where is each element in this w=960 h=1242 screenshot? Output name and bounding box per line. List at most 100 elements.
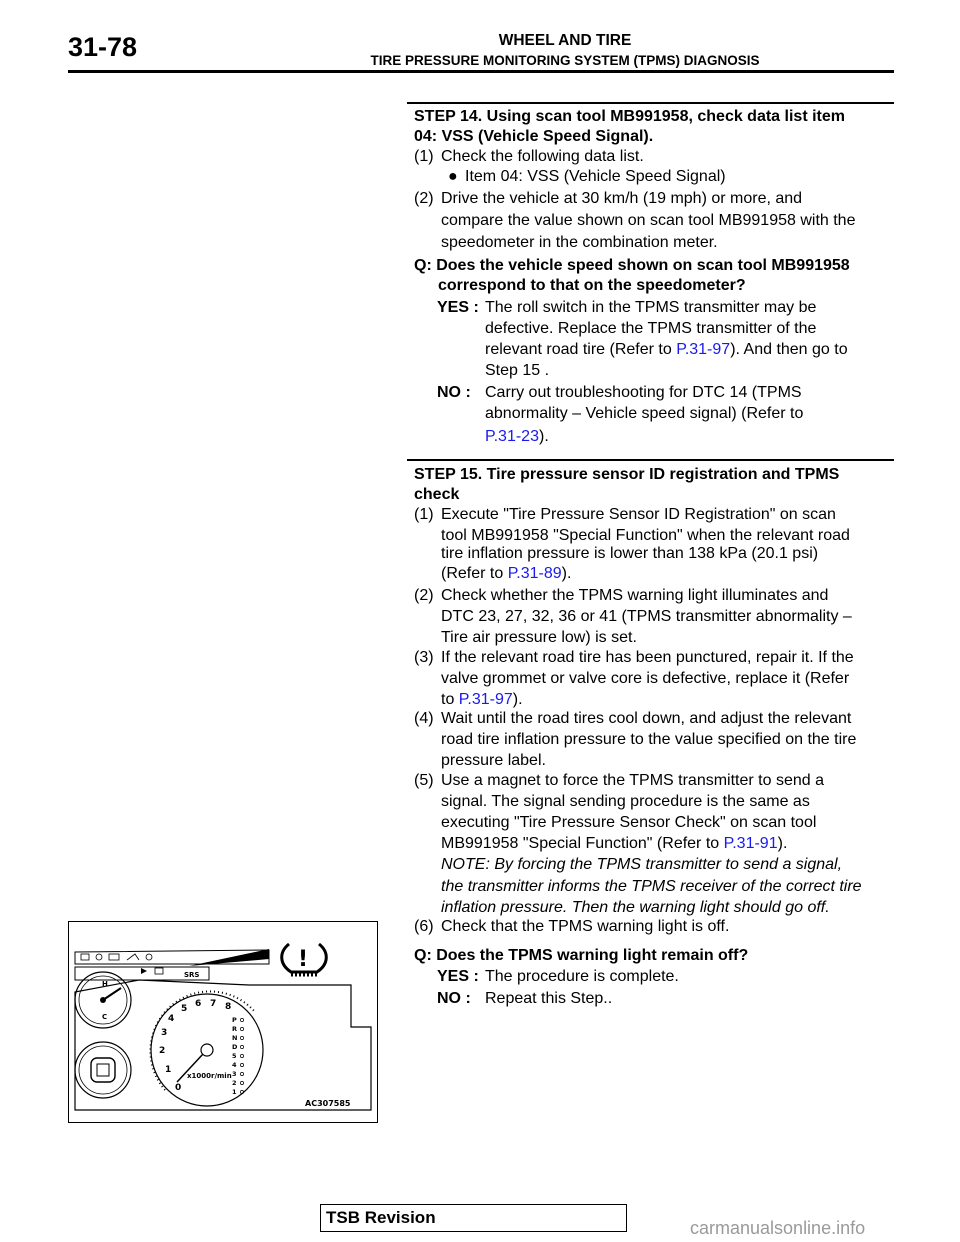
item-line: If the relevant road tire has been punct… bbox=[441, 649, 854, 666]
text-segment: (Refer to bbox=[441, 565, 508, 582]
no-text: Repeat this Step.. bbox=[485, 990, 613, 1007]
text-segment: ). bbox=[538, 428, 549, 445]
text-segment: relevant road tire (Refer to bbox=[485, 341, 677, 358]
gear-indicator: P R N D 5 4 3 2 1 bbox=[232, 1016, 244, 1096]
gear-letter: 5 bbox=[232, 1052, 237, 1060]
item-line: Check whether the TPMS warning light ill… bbox=[441, 587, 829, 604]
figure-code: AC307585 bbox=[305, 1099, 351, 1108]
item-line: compare the value shown on scan tool MB9… bbox=[441, 212, 856, 229]
note-line: inflation pressure. Then the warning lig… bbox=[441, 899, 830, 916]
step15-item-1: (1) Execute "Tire Pressure Sensor ID Reg… bbox=[414, 505, 850, 582]
item-line: pressure label. bbox=[441, 752, 546, 769]
step14-heading-line1: STEP 14. Using scan tool MB991958, check… bbox=[414, 108, 845, 125]
item-line: Use a magnet to force the TPMS transmitt… bbox=[441, 772, 824, 789]
warning-mark: ! bbox=[298, 947, 308, 972]
step15-item-3: (3) If the relevant road tire has been p… bbox=[414, 648, 854, 708]
item-line: speedometer in the combination meter. bbox=[441, 234, 718, 251]
indicator-icon bbox=[95, 953, 103, 961]
gear-letter: 4 bbox=[232, 1061, 237, 1069]
no-label: NO : bbox=[437, 990, 471, 1007]
item-line: DTC 23, 27, 32, 36 or 41 (TPMS transmitt… bbox=[441, 608, 852, 625]
tach-number: 2 bbox=[159, 1046, 165, 1056]
indicator-icon bbox=[154, 967, 164, 975]
temp-c-label: C bbox=[102, 1013, 107, 1021]
step14-question-line2: correspond to that on the speedometer? bbox=[438, 277, 746, 294]
item-line: Execute "Tire Pressure Sensor ID Registr… bbox=[441, 506, 836, 523]
tpms-warning-icon: ! bbox=[280, 942, 328, 977]
step14-item-2: (2) Drive the vehicle at 30 km/h (19 mph… bbox=[414, 189, 855, 251]
yes-line: Step 15 . bbox=[485, 362, 550, 379]
item-line: tool MB991958 "Special Function" when th… bbox=[441, 527, 850, 544]
step14-heading-line2: 04: VSS (Vehicle Speed Signal). bbox=[414, 128, 654, 145]
step15-item-4: (4) Wait until the road tires cool down,… bbox=[414, 709, 856, 769]
yes-line: relevant road tire (Refer to P.31-97). A… bbox=[485, 340, 905, 361]
section-title: WHEEL AND TIRE bbox=[498, 32, 632, 49]
tach-number: 6 bbox=[195, 999, 201, 1009]
indicator-icon bbox=[145, 953, 153, 961]
text-segment: ). bbox=[512, 691, 523, 708]
tsb-revision-box: TSB Revision bbox=[320, 1204, 627, 1232]
step14-bullet: ● Item 04: VSS (Vehicle Speed Signal) bbox=[448, 167, 726, 188]
text-segment: to bbox=[441, 691, 459, 708]
bullet-text: Item 04: VSS (Vehicle Speed Signal) bbox=[465, 168, 726, 185]
item-line: Tire air pressure low) is set. bbox=[441, 629, 637, 646]
step15-note: NOTE: By forcing the TPMS transmitter to… bbox=[441, 855, 901, 919]
drive-mode-display bbox=[74, 1041, 132, 1099]
item-number: (3) bbox=[414, 649, 434, 666]
reference-link[interactable]: P.31-97 bbox=[458, 691, 513, 708]
step15-question: Q: Does the TPMS warning light remain of… bbox=[414, 947, 749, 964]
yes-label: YES : bbox=[437, 968, 479, 985]
tach-number: 7 bbox=[210, 999, 216, 1009]
item-text: Check that the TPMS warning light is off… bbox=[441, 918, 730, 935]
temp-h-label: H bbox=[102, 980, 108, 988]
tach-number: 3 bbox=[161, 1028, 167, 1038]
indicator-strip bbox=[74, 949, 270, 965]
step15-heading-line1: STEP 15. Tire pressure sensor ID registr… bbox=[414, 466, 840, 483]
step14-no-answer: NO : Carry out troubleshooting for DTC 1… bbox=[437, 383, 897, 445]
page-number: 31-78 bbox=[68, 32, 138, 62]
yes-label: YES : bbox=[437, 299, 479, 316]
item-line: (Refer to P.31-89). bbox=[441, 564, 901, 585]
yes-text: The procedure is complete. bbox=[485, 968, 679, 985]
cluster-drawing: SRS ! H C bbox=[74, 942, 372, 1111]
subsection-title: TIRE PRESSURE MONITORING SYSTEM (TPMS) D… bbox=[370, 53, 760, 68]
reference-link[interactable]: P.31-91 bbox=[723, 835, 778, 852]
item-text: Check the following data list. bbox=[441, 148, 644, 165]
srs-label: SRS bbox=[184, 971, 199, 979]
item-number: (5) bbox=[414, 772, 434, 789]
tach-number: 1 bbox=[165, 1065, 171, 1075]
step14-section: STEP 14. Using scan tool MB991958, check… bbox=[414, 107, 899, 447]
step15-item-2: (2) Check whether the TPMS warning light… bbox=[414, 586, 852, 646]
battery-icon bbox=[108, 953, 120, 961]
item-number: (6) bbox=[414, 918, 434, 935]
item-line: tire inflation pressure is lower than 13… bbox=[441, 545, 819, 562]
indicator-strip-lower bbox=[74, 966, 210, 981]
reference-link[interactable]: P.31-23 bbox=[485, 428, 539, 445]
gear-letter: N bbox=[232, 1034, 237, 1042]
watermark: carmanualsonline.info bbox=[690, 1218, 866, 1238]
reference-link[interactable]: P.31-97 bbox=[676, 341, 731, 358]
step14-item-1: (1) Check the following data list. bbox=[414, 147, 644, 168]
item-number: (1) bbox=[414, 148, 434, 165]
item-line: Wait until the road tires cool down, and… bbox=[441, 710, 852, 727]
gear-letter: D bbox=[232, 1043, 238, 1051]
no-line: P.31-23). bbox=[485, 427, 905, 448]
text-segment: ). And then go to bbox=[730, 341, 848, 358]
tachometer: 0 1 2 3 4 5 6 7 8 x1000r/min bbox=[149, 990, 264, 1107]
yes-line: The roll switch in the TPMS transmitter … bbox=[485, 299, 817, 316]
step15-yes-answer: YES : The procedure is complete. bbox=[437, 967, 897, 988]
tach-unit: x1000r/min bbox=[187, 1072, 232, 1080]
yes-line: defective. Replace the TPMS transmitter … bbox=[485, 320, 817, 337]
reference-link[interactable]: P.31-89 bbox=[507, 565, 562, 582]
item-number: (2) bbox=[414, 190, 434, 207]
gear-letter: R bbox=[232, 1025, 237, 1033]
indicator-icon bbox=[126, 953, 140, 961]
item-number: (1) bbox=[414, 506, 434, 523]
tach-number: 5 bbox=[181, 1004, 187, 1014]
arrow-icon bbox=[141, 968, 147, 974]
gear-letter: 3 bbox=[232, 1070, 237, 1078]
gear-letter: P bbox=[232, 1016, 237, 1024]
item-number: (2) bbox=[414, 587, 434, 604]
temperature-gauge: H C bbox=[74, 971, 132, 1029]
step15-section: STEP 15. Tire pressure sensor ID registr… bbox=[414, 465, 899, 1025]
